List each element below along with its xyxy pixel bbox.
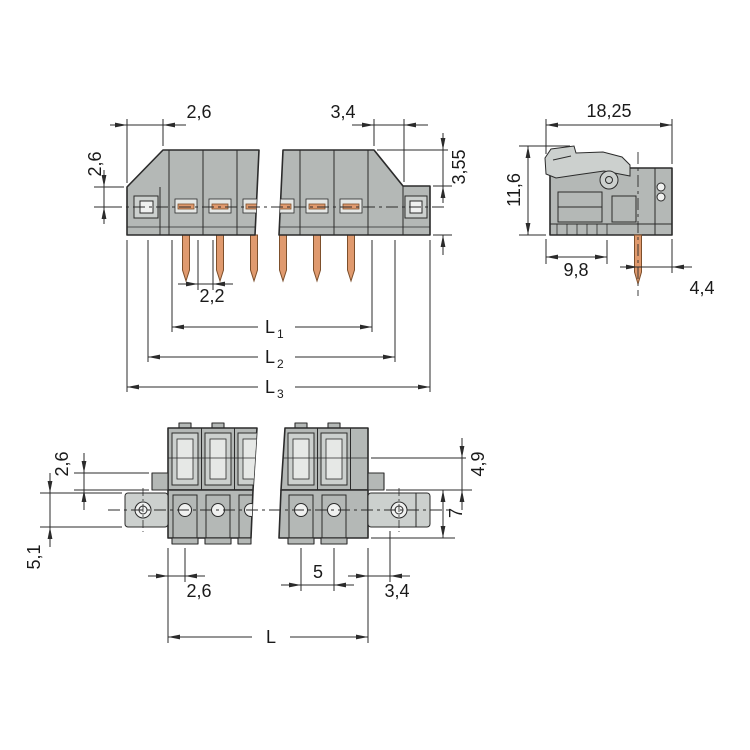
bottom-right-sockets bbox=[283, 428, 368, 490]
dim-bottom-left-top: 2,6 bbox=[52, 451, 72, 476]
dim-front-top-left: 2,6 bbox=[186, 102, 211, 122]
dim-front-l3: L bbox=[265, 377, 275, 397]
bottom-left-sockets bbox=[168, 428, 257, 490]
bottom-body-right bbox=[278, 489, 369, 539]
dim-front-l1: L bbox=[265, 317, 275, 337]
pin bbox=[279, 234, 287, 283]
pin bbox=[250, 234, 258, 283]
dim-front-l3-sub: 3 bbox=[277, 387, 284, 401]
pin bbox=[182, 234, 190, 283]
dim-bottom-right-bottom: 7 bbox=[446, 508, 466, 518]
dim-front-pin-offset: 2,2 bbox=[199, 286, 224, 306]
front-right-details bbox=[279, 150, 430, 235]
dim-front-top-right: 3,4 bbox=[330, 102, 355, 122]
pin bbox=[347, 234, 355, 283]
dim-bottom-left-bottom: 5,1 bbox=[24, 544, 44, 569]
dim-bottom-lower-right: 3,4 bbox=[384, 581, 409, 601]
dim-side-pin-center: 9,8 bbox=[563, 260, 588, 280]
dim-side-width: 18,25 bbox=[586, 101, 631, 121]
dim-bottom-right-top: 4,9 bbox=[468, 451, 488, 476]
dim-front-l2: L bbox=[265, 347, 275, 367]
dim-front-l2-sub: 2 bbox=[277, 357, 284, 371]
dim-front-right: 3,55 bbox=[449, 149, 469, 184]
front-view bbox=[110, 149, 447, 283]
dim-front-l1-sub: 1 bbox=[277, 327, 284, 341]
side-latch-lever bbox=[544, 145, 631, 179]
front-housing-right bbox=[278, 149, 431, 236]
front-housing-left bbox=[126, 149, 260, 236]
pin bbox=[216, 234, 224, 283]
pin bbox=[313, 234, 321, 283]
side-hinge-circle bbox=[599, 170, 619, 190]
dim-side-rear: 4,4 bbox=[689, 278, 714, 298]
side-view bbox=[544, 145, 673, 296]
bottom-view bbox=[108, 422, 450, 545]
dim-front-left: 2,6 bbox=[85, 151, 105, 176]
bottom-view-dimensions: 2,6 5,1 4,9 7 2,6 5 bbox=[24, 438, 488, 647]
dim-bottom-lower-left: 2,6 bbox=[186, 581, 211, 601]
side-view-dimensions: 18,25 11,6 9,8 4,4 bbox=[504, 101, 715, 298]
front-view-dimensions: 2,6 3,4 2,6 3,55 2,2 bbox=[85, 102, 469, 401]
side-body bbox=[549, 167, 673, 236]
front-view-pins bbox=[182, 234, 355, 283]
dim-bottom-pitch: 5 bbox=[313, 562, 323, 582]
dim-bottom-length: L bbox=[266, 627, 276, 647]
front-left-details bbox=[127, 150, 259, 235]
dim-side-height: 11,6 bbox=[504, 173, 524, 207]
